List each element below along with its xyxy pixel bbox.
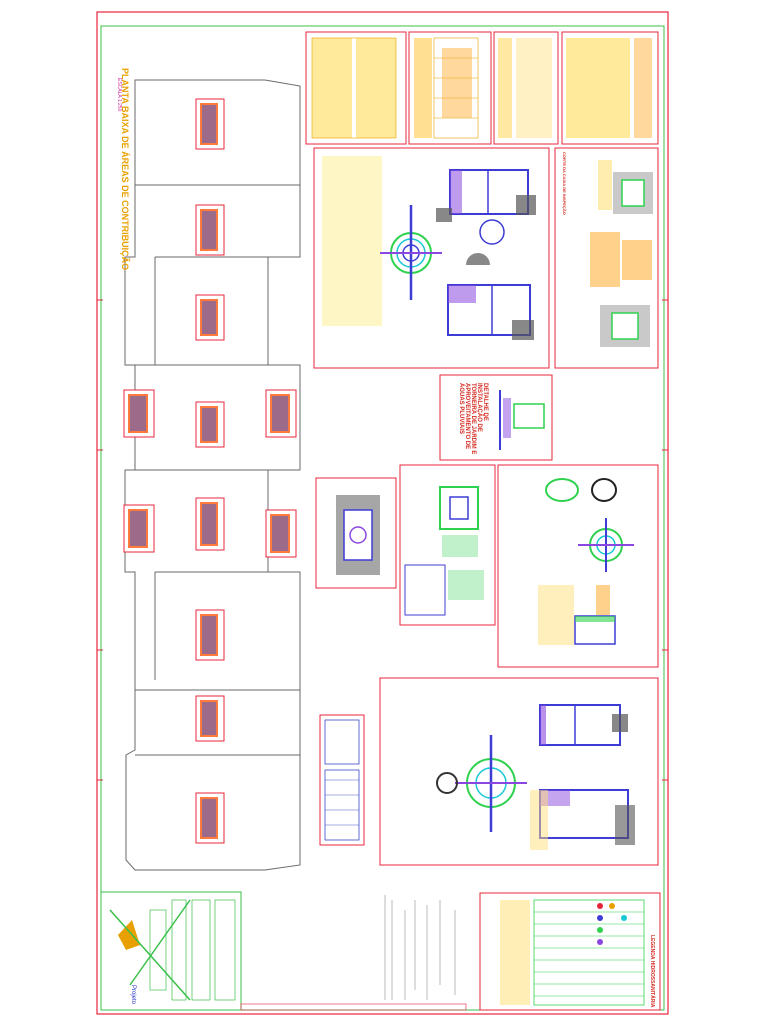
area-table [265, 389, 297, 438]
area-table [195, 401, 225, 448]
lower-section-detail [379, 677, 659, 866]
pipe-section-icon [447, 253, 534, 340]
area-table [195, 204, 225, 256]
garden-faucet-detail [439, 374, 553, 461]
bottom-strip [240, 1003, 467, 1011]
svg-text:Projeto: Projeto [130, 985, 136, 1005]
border-ticks [97, 299, 668, 781]
sheet-border [96, 11, 669, 1015]
plan-scale: ESCALA 1:250 [116, 78, 122, 112]
notes-box-4 [561, 31, 659, 145]
area-table [195, 609, 225, 661]
legend-block [479, 892, 661, 1011]
pipe-section-icon [436, 169, 536, 245]
notes-box-1 [305, 31, 407, 145]
faucet-detail-title: DETALHE DE INSTALAÇÃO DE TORNEIRA DE JAR… [458, 383, 488, 455]
area-tables [123, 98, 297, 844]
area-table [195, 98, 225, 150]
title-block: Projeto [100, 891, 242, 1011]
reference-table [319, 714, 365, 846]
legend-title: LEGENDA HIDROSSANITÁRIA [649, 935, 655, 1008]
area-table [195, 294, 225, 341]
area-table [195, 792, 225, 844]
notes-box-2 [408, 31, 492, 145]
inspection-box-detail [554, 147, 659, 369]
area-table [195, 497, 225, 551]
area-table [265, 509, 297, 558]
section-title: CORTE DA CAIXA DE INSPEÇÃO [562, 152, 567, 215]
area-table [123, 389, 155, 438]
area-table [195, 695, 225, 742]
building-plan [124, 79, 301, 871]
gray-notes [384, 895, 456, 1000]
manhole-detail [313, 147, 550, 369]
area-table [123, 504, 155, 553]
grease-box-detail [497, 464, 659, 668]
cover-detail [315, 477, 397, 589]
manhole-icon [380, 205, 442, 300]
notes-box-3 [493, 31, 559, 145]
trap-box-detail [399, 464, 496, 626]
